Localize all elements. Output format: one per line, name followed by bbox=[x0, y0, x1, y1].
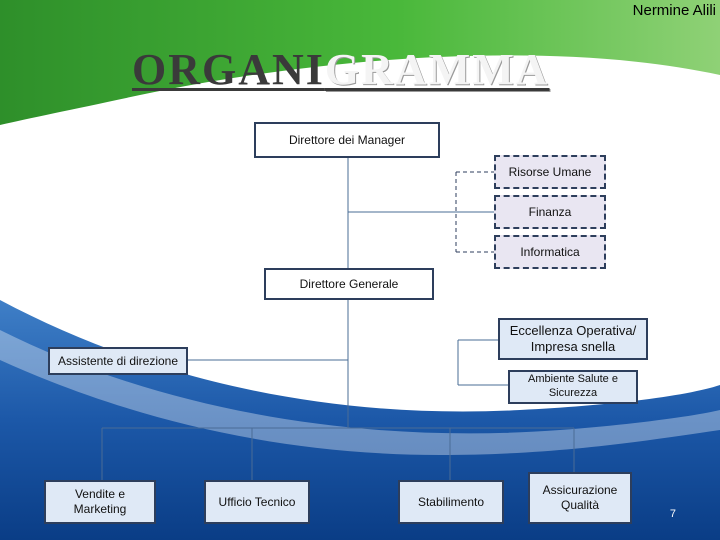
title-part-2: GRAMMA bbox=[324, 45, 550, 94]
box-risorse-umane: Risorse Umane bbox=[494, 155, 606, 189]
box-assistente-direzione: Assistente di direzione bbox=[48, 347, 188, 375]
box-vendite-marketing: Vendite e Marketing bbox=[44, 480, 156, 524]
box-direttore-manager: Direttore dei Manager bbox=[254, 122, 440, 158]
box-finanza: Finanza bbox=[494, 195, 606, 229]
box-assicurazione-qualita: Assicurazione Qualità bbox=[528, 472, 632, 524]
box-eccellenza-operativa: Eccellenza Operativa/ Impresa snella bbox=[498, 318, 648, 360]
title-part-1: ORGANI bbox=[132, 45, 325, 94]
box-stabilimento: Stabilimento bbox=[398, 480, 504, 524]
author-name: Nermine Alili bbox=[632, 2, 716, 19]
box-ambiente-salute-sicurezza: Ambiente Salute e Sicurezza bbox=[508, 370, 638, 404]
box-ufficio-tecnico: Ufficio Tecnico bbox=[204, 480, 310, 524]
box-direttore-generale: Direttore Generale bbox=[264, 268, 434, 300]
page-number: 7 bbox=[669, 508, 676, 520]
slide-title: ORGANIGRAMMA bbox=[132, 44, 550, 95]
box-informatica: Informatica bbox=[494, 235, 606, 269]
